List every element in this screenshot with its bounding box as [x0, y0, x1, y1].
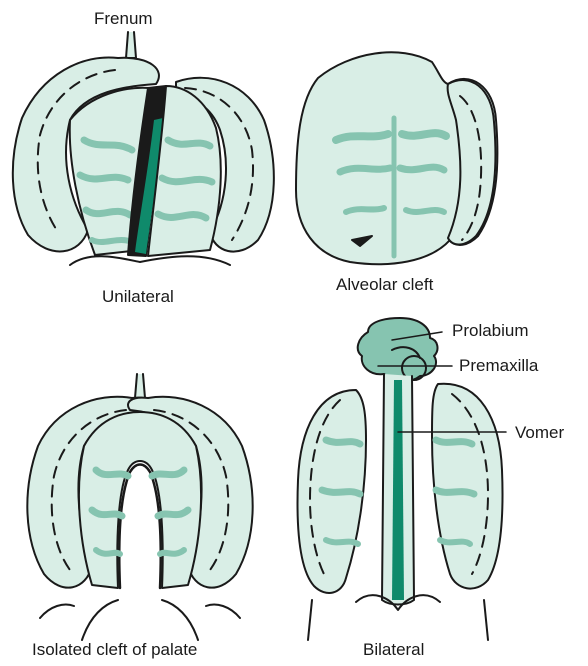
unilateral-palate-illustration: [13, 32, 274, 265]
vomer-label: Vomer: [515, 424, 564, 441]
alveolar-cleft-illustration: [296, 52, 497, 264]
isolated-cleft-label: Isolated cleft of palate: [32, 641, 197, 658]
premaxilla-label: Premaxilla: [459, 357, 538, 374]
isolated-cleft-illustration: [27, 374, 252, 640]
alveolar-cleft-label: Alveolar cleft: [336, 276, 433, 293]
bilateral-label: Bilateral: [363, 641, 424, 658]
unilateral-label: Unilateral: [102, 288, 174, 305]
frenum-label: Frenum: [94, 10, 153, 27]
prolabium-label: Prolabium: [452, 322, 529, 339]
